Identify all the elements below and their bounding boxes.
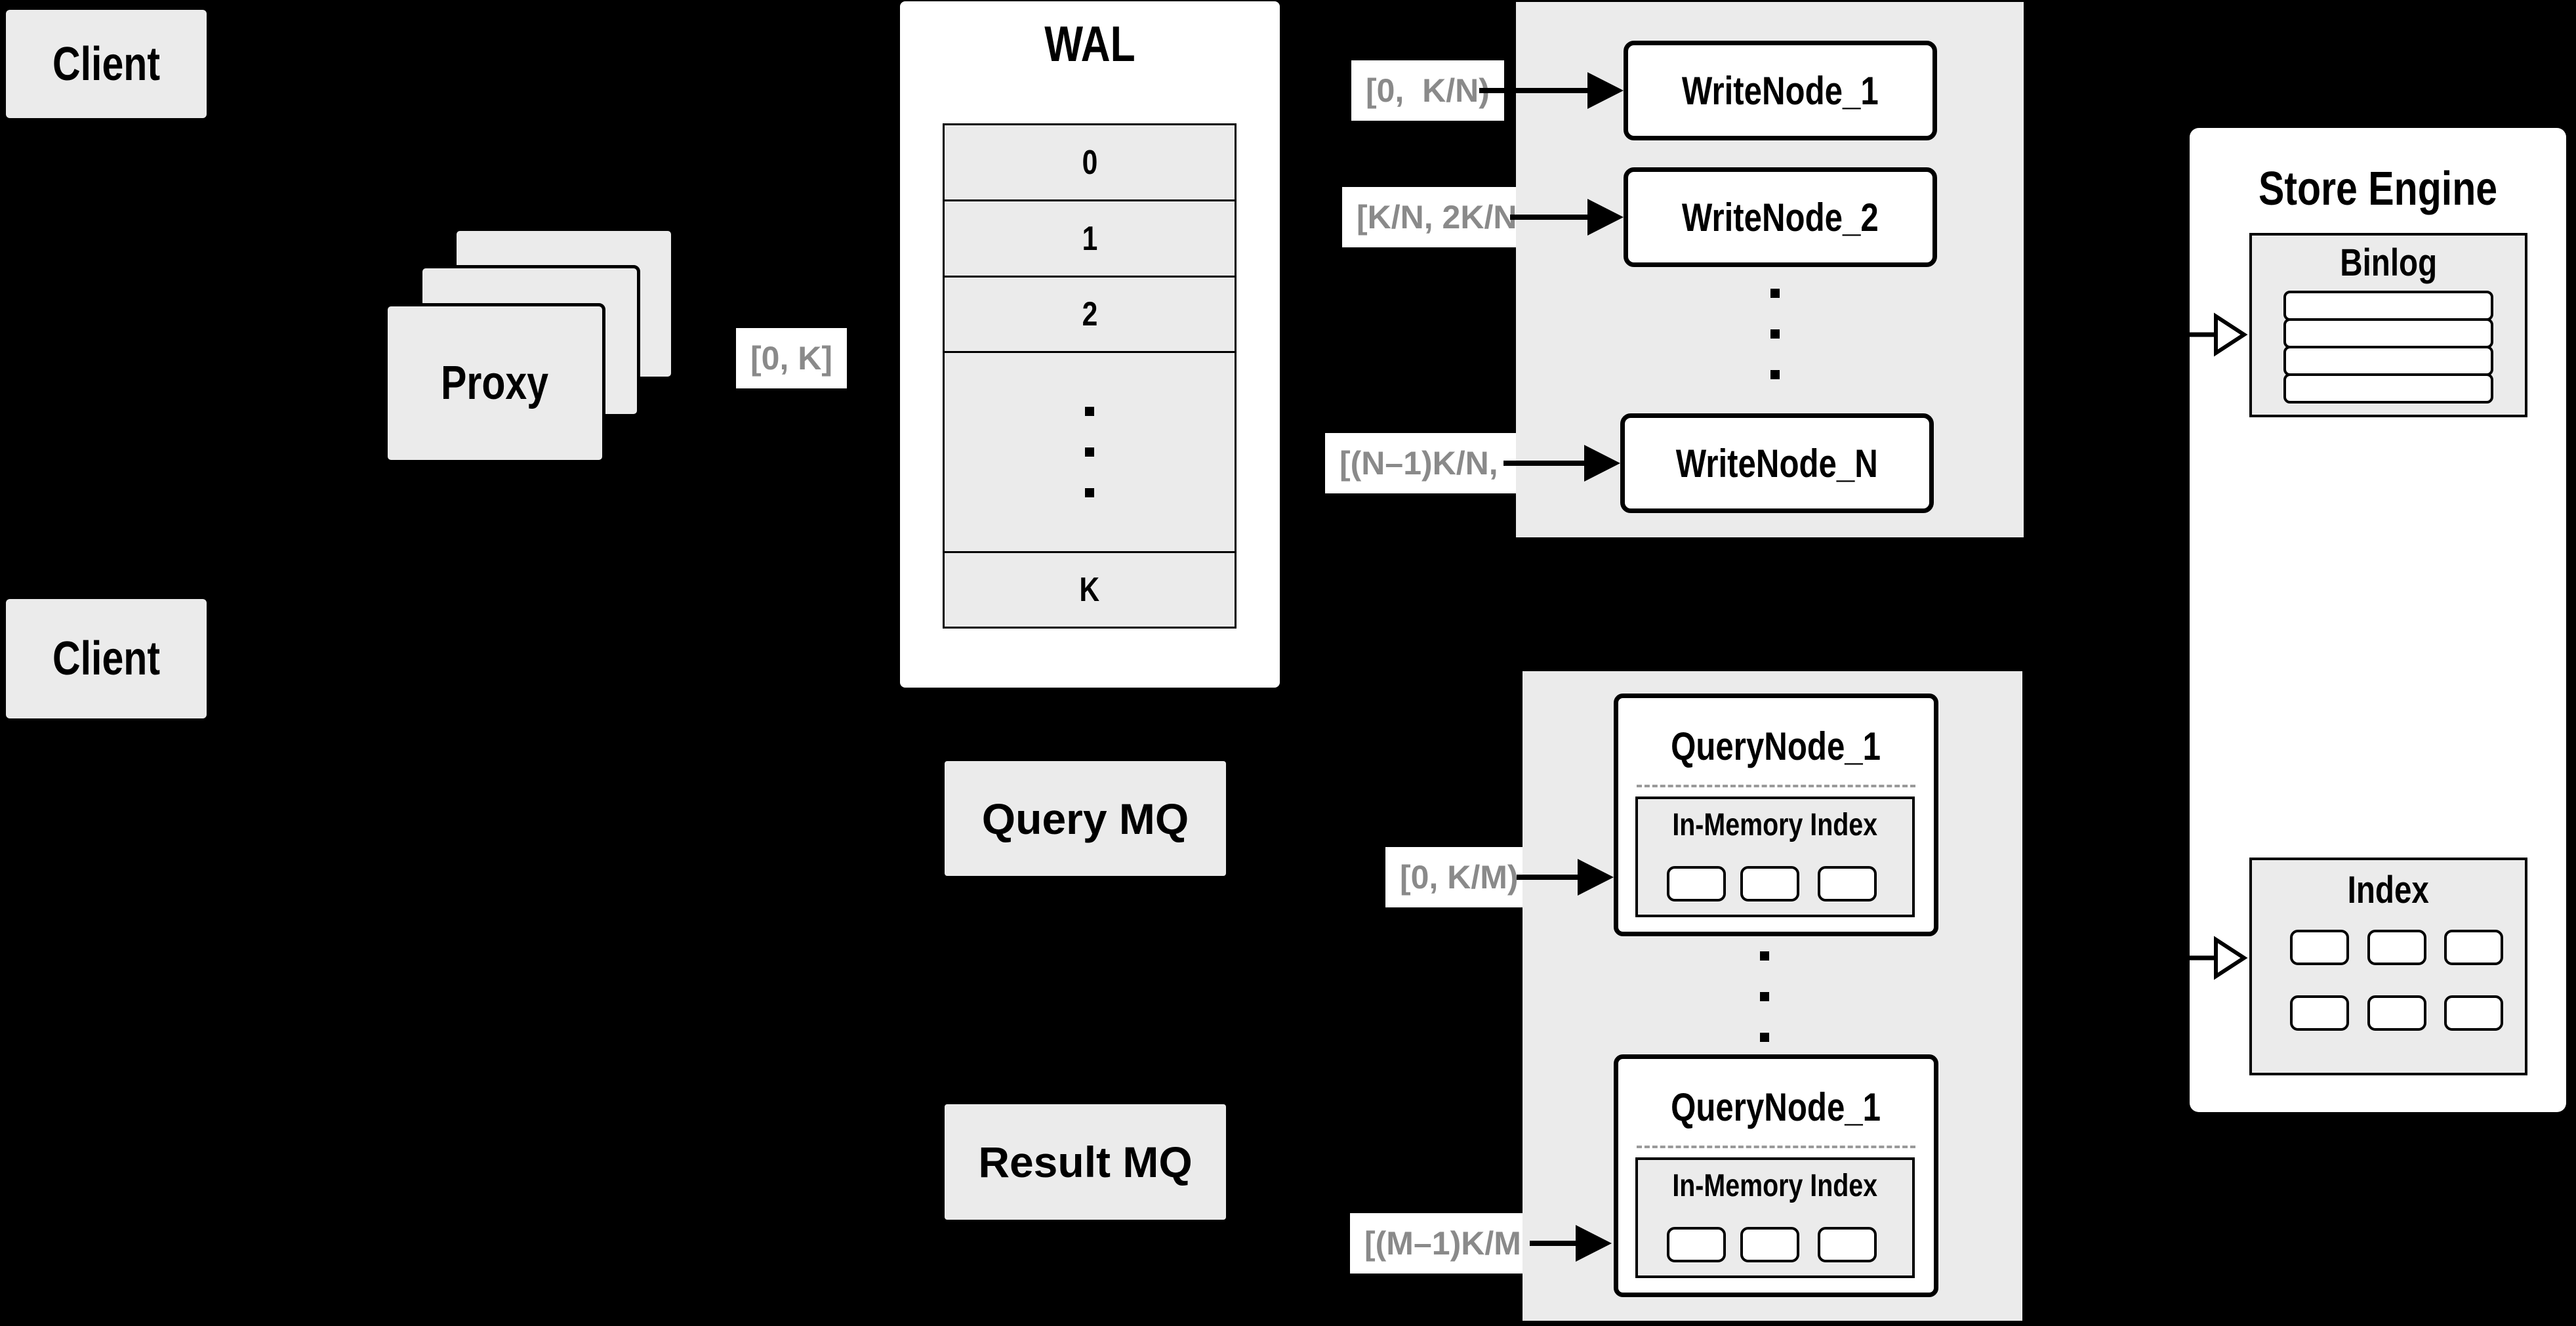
binlog-title: Binlog bbox=[2340, 241, 2437, 284]
write-node-n-box: WriteNode_N bbox=[1620, 413, 1934, 513]
result-mq-box: Result MQ bbox=[945, 1104, 1226, 1220]
range-label-write-2-text: [K/N, 2K/N) bbox=[1357, 199, 1528, 236]
wal-panel: WAL 0 1 2 K bbox=[900, 1, 1280, 688]
segment-chip bbox=[1667, 866, 1726, 901]
range-label-query-1: [0, K/M) bbox=[1385, 847, 1533, 907]
result-mq-label: Result MQ bbox=[978, 1138, 1193, 1186]
range-label-proxy-out: [0, K] bbox=[736, 328, 847, 388]
binlog-row bbox=[2283, 346, 2493, 376]
store-engine-title: Store Engine bbox=[2258, 162, 2498, 215]
client-top-label: Client bbox=[52, 37, 160, 91]
client-top-box: Client bbox=[6, 10, 207, 118]
segment-chip bbox=[1818, 866, 1877, 901]
query-node-bottom-box: QueryNode_1 In-Memory Index bbox=[1614, 1054, 1938, 1297]
segment-chip bbox=[1740, 1227, 1799, 1262]
wal-row-0-label: 0 bbox=[1082, 143, 1097, 182]
write-node-1-label: WriteNode_1 bbox=[1682, 68, 1879, 113]
index-chip bbox=[2290, 930, 2349, 965]
index-title: Index bbox=[2347, 868, 2430, 911]
range-label-write-1-text: [0, K/N) bbox=[1366, 72, 1490, 109]
inmem-index-top-box: In-Memory Index bbox=[1635, 797, 1915, 917]
index-chip bbox=[2367, 995, 2426, 1031]
binlog-row bbox=[2283, 291, 2493, 321]
segment-chip bbox=[1667, 1227, 1726, 1262]
write-node-2-box: WriteNode_2 bbox=[1624, 167, 1937, 267]
index-box: Index bbox=[2249, 858, 2527, 1075]
binlog-box: Binlog bbox=[2249, 233, 2527, 417]
proxy-box-front: Proxy bbox=[384, 303, 605, 463]
wal-row-k-label: K bbox=[1079, 571, 1100, 609]
range-label-query-1-text: [0, K/M) bbox=[1400, 859, 1519, 896]
arrow-to-binlog bbox=[2129, 312, 2248, 357]
range-label-proxy-out-text: [0, K] bbox=[750, 340, 832, 377]
query-node-top-title: QueryNode_1 bbox=[1671, 724, 1881, 768]
arrow-to-query-node-top bbox=[1517, 859, 1614, 896]
write-node-group: WriteNode_1 WriteNode_2 WriteNode_N bbox=[1516, 2, 2024, 537]
write-node-n-label: WriteNode_N bbox=[1675, 441, 1879, 486]
segment-chip bbox=[1740, 866, 1799, 901]
wal-row-ellipsis bbox=[943, 351, 1237, 553]
index-chip bbox=[2444, 995, 2503, 1031]
proxy-label: Proxy bbox=[441, 357, 549, 409]
segment-chip bbox=[1818, 1227, 1877, 1262]
write-node-ellipsis-dots-icon bbox=[1770, 289, 1780, 379]
query-mq-box: Query MQ bbox=[945, 761, 1226, 876]
query-node-ellipsis-dots-icon bbox=[1760, 951, 1769, 1042]
arrow-to-write-node-2 bbox=[1510, 199, 1624, 236]
query-node-bottom-divider bbox=[1637, 1146, 1915, 1148]
wal-row-1: 1 bbox=[943, 199, 1237, 278]
write-node-2-label: WriteNode_2 bbox=[1682, 195, 1879, 239]
inmem-index-bottom-box: In-Memory Index bbox=[1635, 1157, 1915, 1278]
query-mq-label: Query MQ bbox=[981, 794, 1189, 843]
binlog-row bbox=[2283, 318, 2493, 348]
arrow-to-query-node-bottom bbox=[1530, 1225, 1612, 1262]
index-chip bbox=[2444, 930, 2503, 965]
wal-log-table: 0 1 2 K bbox=[943, 123, 1237, 629]
query-node-top-divider bbox=[1637, 785, 1915, 787]
inmem-index-bottom-label: In-Memory Index bbox=[1672, 1168, 1878, 1203]
wal-ellipsis-dots-icon bbox=[1085, 407, 1094, 497]
binlog-rows bbox=[2283, 291, 2493, 404]
arrow-to-write-node-n bbox=[1503, 445, 1620, 482]
inmem-index-top-label: In-Memory Index bbox=[1672, 807, 1878, 842]
arrow-to-write-node-1 bbox=[1479, 72, 1624, 109]
wal-row-2-label: 2 bbox=[1082, 295, 1097, 333]
wal-row-1-label: 1 bbox=[1082, 219, 1097, 258]
query-node-group: QueryNode_1 In-Memory Index QueryNode_1 … bbox=[1523, 671, 2022, 1321]
wal-row-k: K bbox=[943, 551, 1237, 629]
store-engine-panel: Store Engine Binlog Index bbox=[2190, 128, 2566, 1112]
query-node-bottom-title: QueryNode_1 bbox=[1671, 1085, 1881, 1129]
range-label-write-1: [0, K/N) bbox=[1351, 60, 1504, 121]
query-node-top-box: QueryNode_1 In-Memory Index bbox=[1614, 694, 1938, 936]
binlog-row bbox=[2283, 373, 2493, 404]
write-node-1-box: WriteNode_1 bbox=[1624, 41, 1937, 140]
index-chip bbox=[2367, 930, 2426, 965]
client-bottom-label: Client bbox=[52, 632, 160, 685]
index-chip bbox=[2290, 995, 2349, 1031]
arrow-to-index bbox=[2129, 936, 2248, 980]
client-bottom-box: Client bbox=[6, 599, 207, 718]
wal-row-0: 0 bbox=[943, 123, 1237, 201]
wal-row-2: 2 bbox=[943, 276, 1237, 353]
wal-title: WAL bbox=[1044, 16, 1135, 72]
